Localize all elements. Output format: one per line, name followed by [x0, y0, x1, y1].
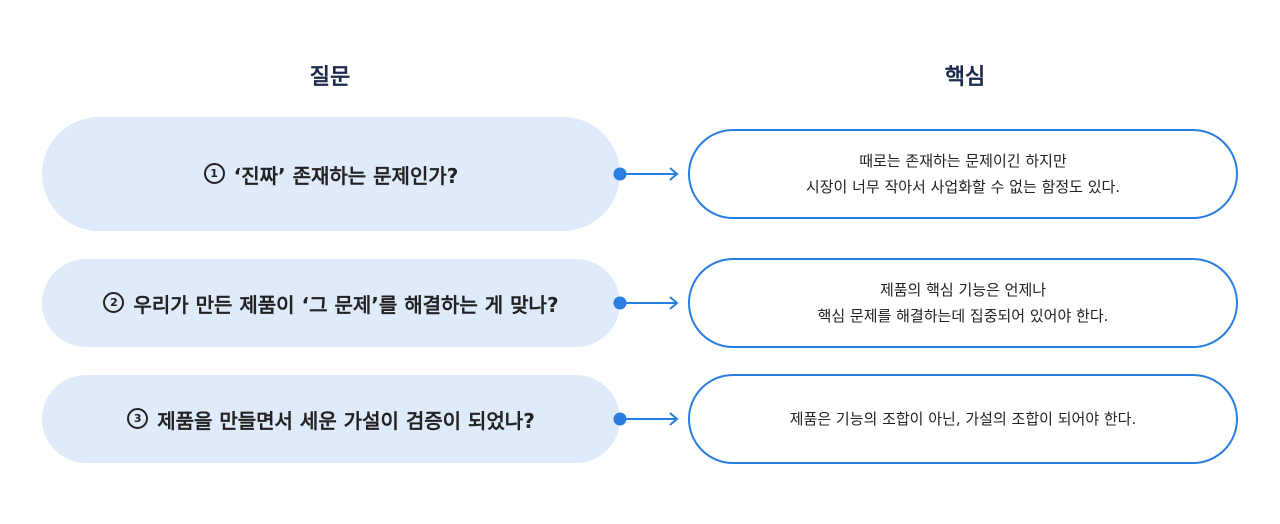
answer-2-line-1: 제품의 핵심 기능은 언제나 — [879, 281, 1047, 299]
circled-number-2: 2 — [103, 291, 125, 313]
question-text-1: ‘진짜’ 존재하는 문제인가? — [233, 163, 459, 188]
question-pill-1: 1 ‘진짜’ 존재하는 문제인가? — [42, 117, 620, 231]
answer-1-line-2: 시장이 너무 작아서 사업화할 수 없는 함정도 있다. — [805, 178, 1121, 196]
answer-pill-3: 제품은 기능의 조합이 아닌, 가설의 조합이 되어야 한다. — [688, 374, 1238, 464]
arrow-head-icon — [669, 296, 679, 310]
answer-3-line-1: 제품은 기능의 조합이 아닌, 가설의 조합이 되어야 한다. — [789, 410, 1137, 428]
arrow-connector-1 — [613, 167, 679, 181]
answer-pill-1: 때로는 존재하는 문제이긴 하지만 시장이 너무 작아서 사업화할 수 없는 함… — [688, 129, 1238, 219]
question-pill-2: 2 우리가 만든 제품이 ‘그 문제’를 해결하는 게 맞나? — [42, 259, 620, 347]
connector-dot-icon — [613, 412, 627, 426]
arrow-connector-3 — [613, 412, 679, 426]
core-column-header: 핵심 — [944, 65, 986, 90]
connector-dot-icon — [613, 167, 627, 181]
circled-number-3: 3 — [127, 407, 149, 429]
question-text-2: 우리가 만든 제품이 ‘그 문제’를 해결하는 게 맞나? — [133, 292, 559, 317]
question-column-header: 질문 — [309, 65, 351, 90]
circled-number-1: 1 — [203, 162, 225, 184]
arrow-connector-2 — [613, 296, 679, 310]
answer-2-line-2: 핵심 문제를 해결하는데 집중되어 있어야 한다. — [817, 307, 1109, 325]
question-pill-3: 3 제품을 만들면서 세운 가설이 검증이 되었나? — [42, 375, 620, 463]
connector-dot-icon — [613, 296, 627, 310]
arrow-head-icon — [669, 167, 679, 181]
answer-1-line-1: 때로는 존재하는 문제이긴 하지만 — [859, 152, 1067, 170]
arrow-head-icon — [669, 412, 679, 426]
answer-pill-2: 제품의 핵심 기능은 언제나 핵심 문제를 해결하는데 집중되어 있어야 한다. — [688, 258, 1238, 348]
question-text-3: 제품을 만들면서 세운 가설이 검증이 되었나? — [157, 408, 535, 433]
